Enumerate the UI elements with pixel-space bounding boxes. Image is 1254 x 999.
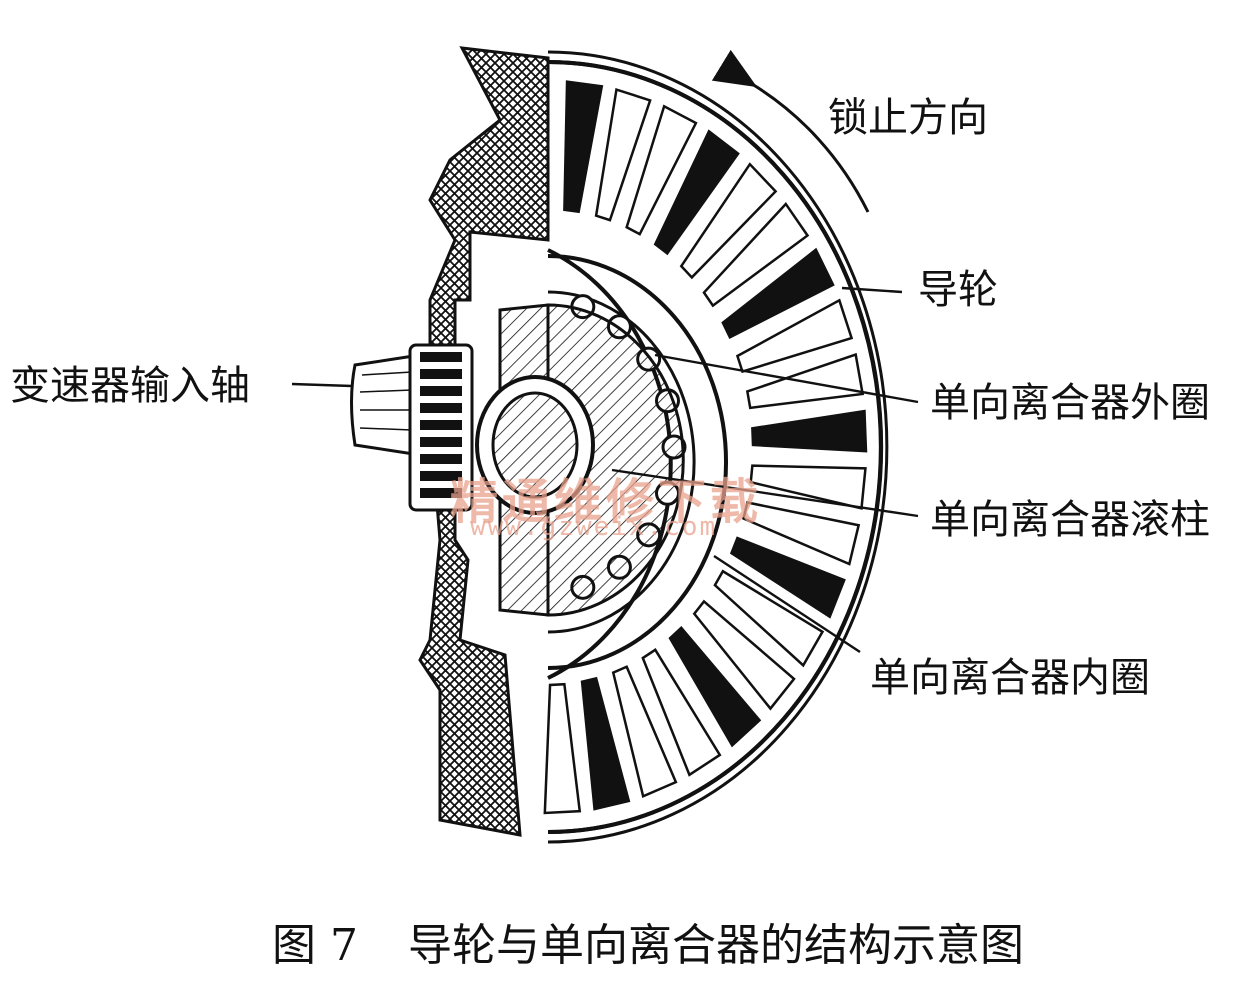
- stator-blade: [692, 599, 796, 711]
- stator-blade: [625, 104, 698, 236]
- outer-race-label: 单向离合器外圈: [930, 380, 1210, 426]
- stator-blade: [742, 501, 861, 566]
- figure-number: 图 7: [272, 920, 358, 971]
- stator-blade: [702, 201, 810, 308]
- spline-tooth: [420, 403, 462, 413]
- watermark-url: www.gzweix.com: [470, 512, 718, 542]
- housing-shell: [418, 46, 550, 837]
- figure-title: 导轮与单向离合器的结构示意图: [408, 920, 1024, 971]
- roller-label: 单向离合器滚柱: [930, 497, 1210, 543]
- stator-blade: [751, 409, 868, 453]
- spline-tooth: [420, 352, 462, 362]
- watermark-text: 精通维修下载: [450, 474, 763, 530]
- stator-blade-ring: [543, 50, 889, 844]
- spline-tooth: [420, 420, 462, 430]
- stator-blade: [721, 247, 835, 339]
- spline-tooth: [420, 386, 462, 396]
- spline-tooth: [420, 454, 462, 464]
- lock-direction-arrow: [711, 49, 870, 213]
- stator-blade: [679, 162, 778, 280]
- stator-blade: [735, 298, 854, 374]
- input-shaft-label: 变速器输入轴: [10, 363, 250, 409]
- stator-blade: [713, 569, 825, 668]
- spline-tooth: [420, 437, 462, 447]
- stator-blade: [668, 626, 762, 748]
- stator-blade: [543, 682, 582, 815]
- stator-blade: [749, 464, 867, 510]
- spline-tooth: [420, 369, 462, 379]
- spline-tooth: [420, 471, 462, 481]
- leader-lines: [291, 286, 919, 654]
- stator-blade: [653, 129, 740, 256]
- stator-label: 导轮: [918, 267, 998, 313]
- stator-blade: [563, 80, 604, 214]
- stator-blade: [641, 648, 722, 777]
- stator-blade: [580, 676, 631, 811]
- input-shaft: [350, 343, 595, 515]
- lock-direction-label: 锁止方向: [828, 95, 988, 141]
- stator-blade: [729, 536, 846, 619]
- inner-race-label: 单向离合器内圈: [870, 655, 1150, 701]
- stator-blade: [594, 87, 652, 222]
- spline-tooth: [420, 488, 462, 498]
- stator-blade: [611, 665, 678, 798]
